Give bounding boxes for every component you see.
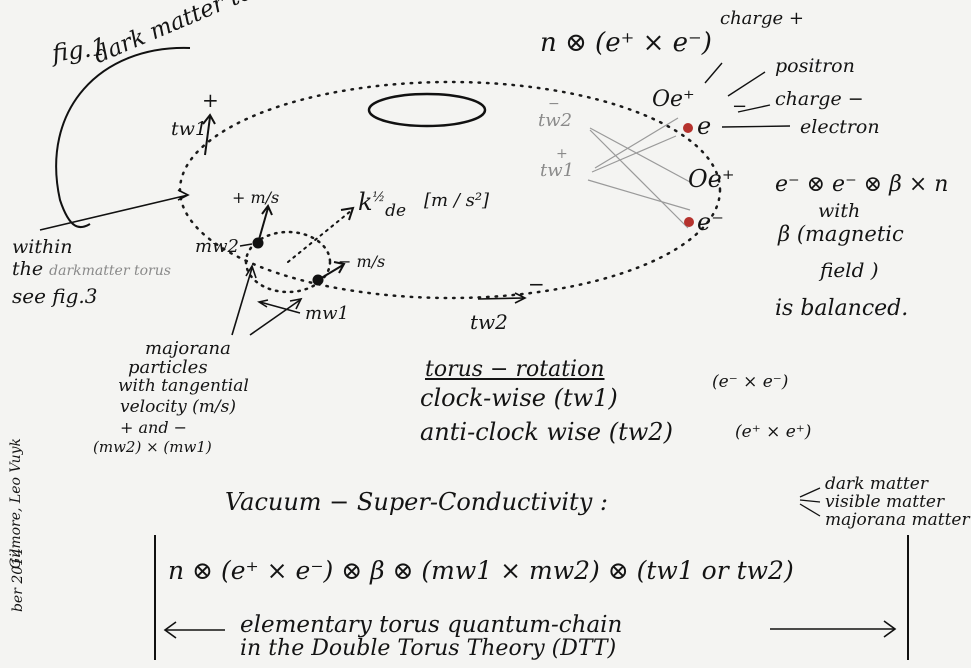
dark-matter-arc xyxy=(55,46,191,228)
tw1-small-sign: + xyxy=(556,146,568,162)
electron-top: e xyxy=(697,112,712,140)
chain-line-2: in the Double Torus Theory (DTT) xyxy=(240,636,617,661)
charge-minus-arrow xyxy=(737,104,771,113)
tw2-arrowhead xyxy=(514,292,527,304)
plus-ms-label: + m/s xyxy=(232,188,280,207)
majorana-pointer-2 xyxy=(249,299,301,336)
k-subscript: de xyxy=(385,200,407,221)
within-line-2: the darkmatter torus xyxy=(12,258,171,280)
tw2-minus: − xyxy=(528,272,545,296)
side-note-2: ber 2014 xyxy=(10,548,26,613)
torus-ellipse xyxy=(178,80,722,300)
tw2-bottom-label: tw2 xyxy=(470,310,508,334)
k-dotted-arrow xyxy=(287,209,353,263)
positron-top: Oe⁺ xyxy=(652,87,695,112)
tw2-small-label: tw2 xyxy=(538,110,573,131)
majorana-loop xyxy=(244,230,332,294)
within-darkmatter-torus: darkmatter torus xyxy=(49,263,171,279)
with-label: with xyxy=(818,200,861,222)
beta-magnetic-label: β (magnetic xyxy=(778,222,904,246)
field-label: field ) xyxy=(820,258,879,282)
formula-top: n ⊗ (e⁺ × e⁻) xyxy=(540,28,712,58)
tw2-small-sign: − xyxy=(548,96,560,112)
brace-3 xyxy=(799,503,821,517)
majorana-line-5: + and − xyxy=(120,418,188,437)
mw2-velocity-arrow xyxy=(257,207,269,244)
torus-hole xyxy=(367,92,487,128)
tw1-top-sign: + xyxy=(202,88,219,112)
positron-label: positron xyxy=(775,55,855,77)
majorana-matter-item: majorana matter xyxy=(825,510,970,530)
k-units: [m / s²] xyxy=(424,190,490,211)
anticlockwise-pair: (e⁺ × e⁺) xyxy=(735,422,812,442)
mw2-velocity-arrowhead xyxy=(261,204,273,216)
electron-line xyxy=(721,125,791,128)
majorana-line-6: (mw2) × (mw1) xyxy=(93,438,212,456)
mw1-velocity-arrowhead xyxy=(333,261,346,274)
mw1-velocity-arrow xyxy=(317,264,344,281)
k-arrowhead xyxy=(340,206,355,221)
k-symbol: k xyxy=(358,188,373,216)
visible-matter-item: visible matter xyxy=(825,492,945,512)
anticlockwise-label: anti-clock wise (tw2) xyxy=(420,418,673,446)
within-arrowhead xyxy=(177,189,190,201)
dark-matter-item: dark matter xyxy=(825,474,928,494)
majorana-line-1: majorana xyxy=(145,338,231,359)
chain-arrow-right-head xyxy=(883,620,897,638)
electron-top-sign: − xyxy=(732,96,748,117)
minus-ms-label: − m/s xyxy=(338,252,386,271)
clockwise-label: clock-wise (tw1) xyxy=(420,384,618,412)
chain-line-1: elementary torus quantum-chain xyxy=(240,612,623,638)
tw1-label: tw1 xyxy=(171,118,207,140)
tw2-arrow xyxy=(477,297,526,300)
majorana-line-3: with tangential xyxy=(118,376,249,396)
majorana-line-2: particles xyxy=(128,357,208,378)
chain-arrow-left-head xyxy=(163,621,177,639)
tw1-arrow xyxy=(204,116,211,156)
majorana-line-4: velocity (m/s) xyxy=(120,397,236,417)
torus-rotation-label: torus − rotation xyxy=(425,357,605,382)
majorana-pointer-1 xyxy=(231,267,253,336)
balanced-label: is balanced. xyxy=(775,296,909,321)
clockwise-pair: (e⁻ × e⁻) xyxy=(712,372,789,392)
majorana-pointer-1-head xyxy=(245,264,257,279)
majorana-pointer-2-head xyxy=(289,297,303,310)
within-the: the xyxy=(12,258,44,280)
charge-minus-label: charge − xyxy=(775,88,864,110)
electron-top-dot xyxy=(683,123,693,133)
electron-label: electron xyxy=(800,116,880,138)
electron-bottom-dot xyxy=(684,217,694,227)
charge-plus-arrow xyxy=(704,62,723,84)
vacuum-label: Vacuum − Super-Conductivity : xyxy=(225,488,608,516)
mw1-pointer xyxy=(259,301,301,314)
mw2-pointer xyxy=(239,243,253,247)
electron-bottom: e⁻ xyxy=(697,208,724,236)
crossing-lines xyxy=(587,117,691,229)
mw2-label: mw2 xyxy=(195,236,239,257)
charge-plus-label: charge + xyxy=(720,8,804,29)
within-line-1: within xyxy=(12,236,73,258)
within-line-3: see fig.3 xyxy=(12,284,98,308)
k-exponent: ½ xyxy=(372,190,386,205)
positron-line xyxy=(727,71,766,97)
chain-formula: n ⊗ (e⁺ × e⁻) ⊗ β ⊗ (mw1 × mw2) ⊗ (tw1 o… xyxy=(168,556,794,585)
brace-2 xyxy=(799,499,821,503)
tw1-small-label: tw1 xyxy=(540,160,575,181)
mw1-label: mw1 xyxy=(305,303,349,324)
mw1-pointer-head xyxy=(257,299,269,308)
positron-bottom: Oe⁺ xyxy=(688,165,735,193)
within-arrow xyxy=(39,194,189,231)
tw1-arrowhead xyxy=(202,113,216,125)
ee-formula: e⁻ ⊗ e⁻ ⊗ β × n xyxy=(775,172,949,197)
brace-1 xyxy=(799,487,821,498)
k-label: k½de xyxy=(358,188,406,221)
